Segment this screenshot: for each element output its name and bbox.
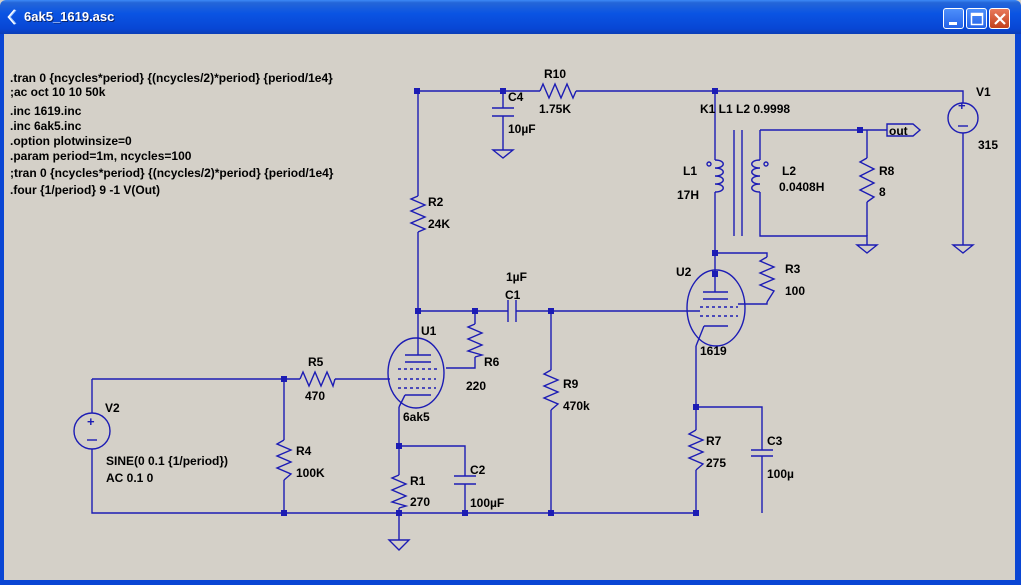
resistor-r4[interactable] (275, 439, 293, 481)
voltage-source-v2[interactable]: + (73, 412, 111, 450)
c2-name: C2 (470, 463, 486, 477)
r1-name: R1 (410, 474, 426, 488)
r3-value: 100 (785, 284, 805, 298)
r10-name: R10 (544, 67, 566, 81)
l1-value: 17H (677, 188, 699, 202)
close-icon (994, 13, 1006, 25)
ground-symbol (951, 244, 975, 254)
resistor-r10[interactable] (539, 82, 577, 100)
r9-name: R9 (563, 377, 579, 391)
l2-name: L2 (782, 164, 796, 178)
r5-name: R5 (308, 355, 324, 369)
r4-value: 100K (296, 466, 325, 480)
c2-value: 100µF (470, 496, 504, 510)
ground-symbol (855, 244, 879, 254)
c1-value: 1µF (506, 270, 527, 284)
directive-line[interactable]: .option plotwinsize=0 (10, 134, 132, 148)
inductor-l2[interactable] (751, 159, 769, 193)
r7-name: R7 (706, 434, 722, 448)
v2-value2: AC 0.1 0 (106, 471, 154, 485)
resistor-r3[interactable] (758, 256, 776, 303)
vacuum-tube-u2[interactable] (686, 269, 746, 347)
directive-line[interactable]: .four {1/period} 9 -1 V(Out) (10, 183, 160, 197)
k1-directive: K1 L1 L2 0.9998 (700, 102, 790, 116)
svg-text:+: + (87, 414, 95, 429)
r2-value: 24K (428, 217, 450, 231)
vacuum-tube-u1[interactable] (387, 337, 445, 409)
r2-name: R2 (428, 195, 444, 209)
schematic-canvas[interactable] (4, 34, 1015, 580)
r6-value: 220 (466, 379, 486, 393)
transformer-core (733, 130, 743, 236)
resistor-r2[interactable] (409, 195, 427, 233)
v2-value1: SINE(0 0.1 {1/period}) (106, 454, 228, 468)
r8-value: 8 (879, 185, 886, 199)
inductor-l1[interactable] (706, 159, 724, 193)
c4-name: C4 (508, 90, 524, 104)
spice-directives[interactable]: .tran 0 {ncycles*period} {(ncycles/2)*pe… (10, 71, 334, 197)
resistor-r1[interactable] (389, 474, 409, 509)
svg-text:out: out (889, 124, 908, 138)
directive-line[interactable]: ;ac oct 10 10 50k (10, 85, 106, 99)
c4-value: 10µF (508, 122, 536, 136)
c3-name: C3 (767, 434, 783, 448)
v1-value: 315 (978, 138, 998, 152)
capacitor-c1[interactable] (507, 300, 517, 322)
r4-name: R4 (296, 444, 312, 458)
resistor-r6[interactable] (465, 323, 485, 358)
c1-name: C1 (505, 288, 521, 302)
window-title: 6ak5_1619.asc (24, 9, 115, 24)
resistor-r5[interactable] (299, 370, 336, 389)
r10-value: 1.75K (539, 102, 571, 116)
directive-line[interactable]: .param period=1m, ncycles=100 (10, 149, 192, 163)
wires (91, 90, 964, 540)
capacitor-c3[interactable] (751, 449, 773, 457)
capacitor-c4[interactable] (492, 107, 514, 117)
r6-name: R6 (484, 355, 500, 369)
l1-name: L1 (683, 164, 697, 178)
ltspice-app-icon (7, 9, 17, 25)
close-button[interactable] (989, 8, 1010, 29)
c3-value: 100µ (767, 467, 794, 481)
r8-name: R8 (879, 164, 895, 178)
u1-value: 6ak5 (403, 410, 430, 424)
v1-name: V1 (976, 85, 991, 99)
directive-line[interactable]: ;tran 0 {ncycles*period} {(ncycles/2)*pe… (10, 166, 334, 180)
maximize-button[interactable] (966, 8, 987, 29)
resistor-r9[interactable] (542, 369, 560, 411)
u1-name: U1 (421, 324, 437, 338)
directive-line[interactable]: .inc 1619.inc (10, 104, 82, 118)
net-label-out[interactable]: out (886, 123, 922, 138)
capacitor-c2[interactable] (454, 475, 476, 485)
svg-text:+: + (958, 98, 966, 113)
resistor-r8[interactable] (858, 157, 876, 203)
r7-value: 275 (706, 456, 726, 470)
junction-dots (281, 88, 863, 516)
title-bar[interactable]: 6ak5_1619.asc (0, 0, 1021, 34)
ground-symbol (387, 539, 411, 551)
minimize-button[interactable] (943, 8, 964, 29)
component-labels: R10 1.75K C4 10µF R2 24K K1 L1 L2 0.9998… (105, 67, 998, 510)
r1-value: 270 (410, 495, 430, 509)
u2-value: 1619 (700, 344, 727, 358)
directive-line[interactable]: .inc 6ak5.inc (10, 119, 82, 133)
l2-value: 0.0408H (779, 180, 824, 194)
maximize-icon (970, 12, 984, 26)
r5-value: 470 (305, 389, 325, 403)
minimize-icon (949, 22, 957, 25)
v2-name: V2 (105, 401, 120, 415)
resistor-r7[interactable] (687, 429, 705, 471)
u2-name: U2 (676, 265, 692, 279)
voltage-source-v1[interactable]: + (947, 98, 979, 134)
ground-symbol (491, 149, 515, 159)
r3-name: R3 (785, 262, 801, 276)
r9-value: 470k (563, 399, 590, 413)
directive-line[interactable]: .tran 0 {ncycles*period} {(ncycles/2)*pe… (10, 71, 333, 85)
